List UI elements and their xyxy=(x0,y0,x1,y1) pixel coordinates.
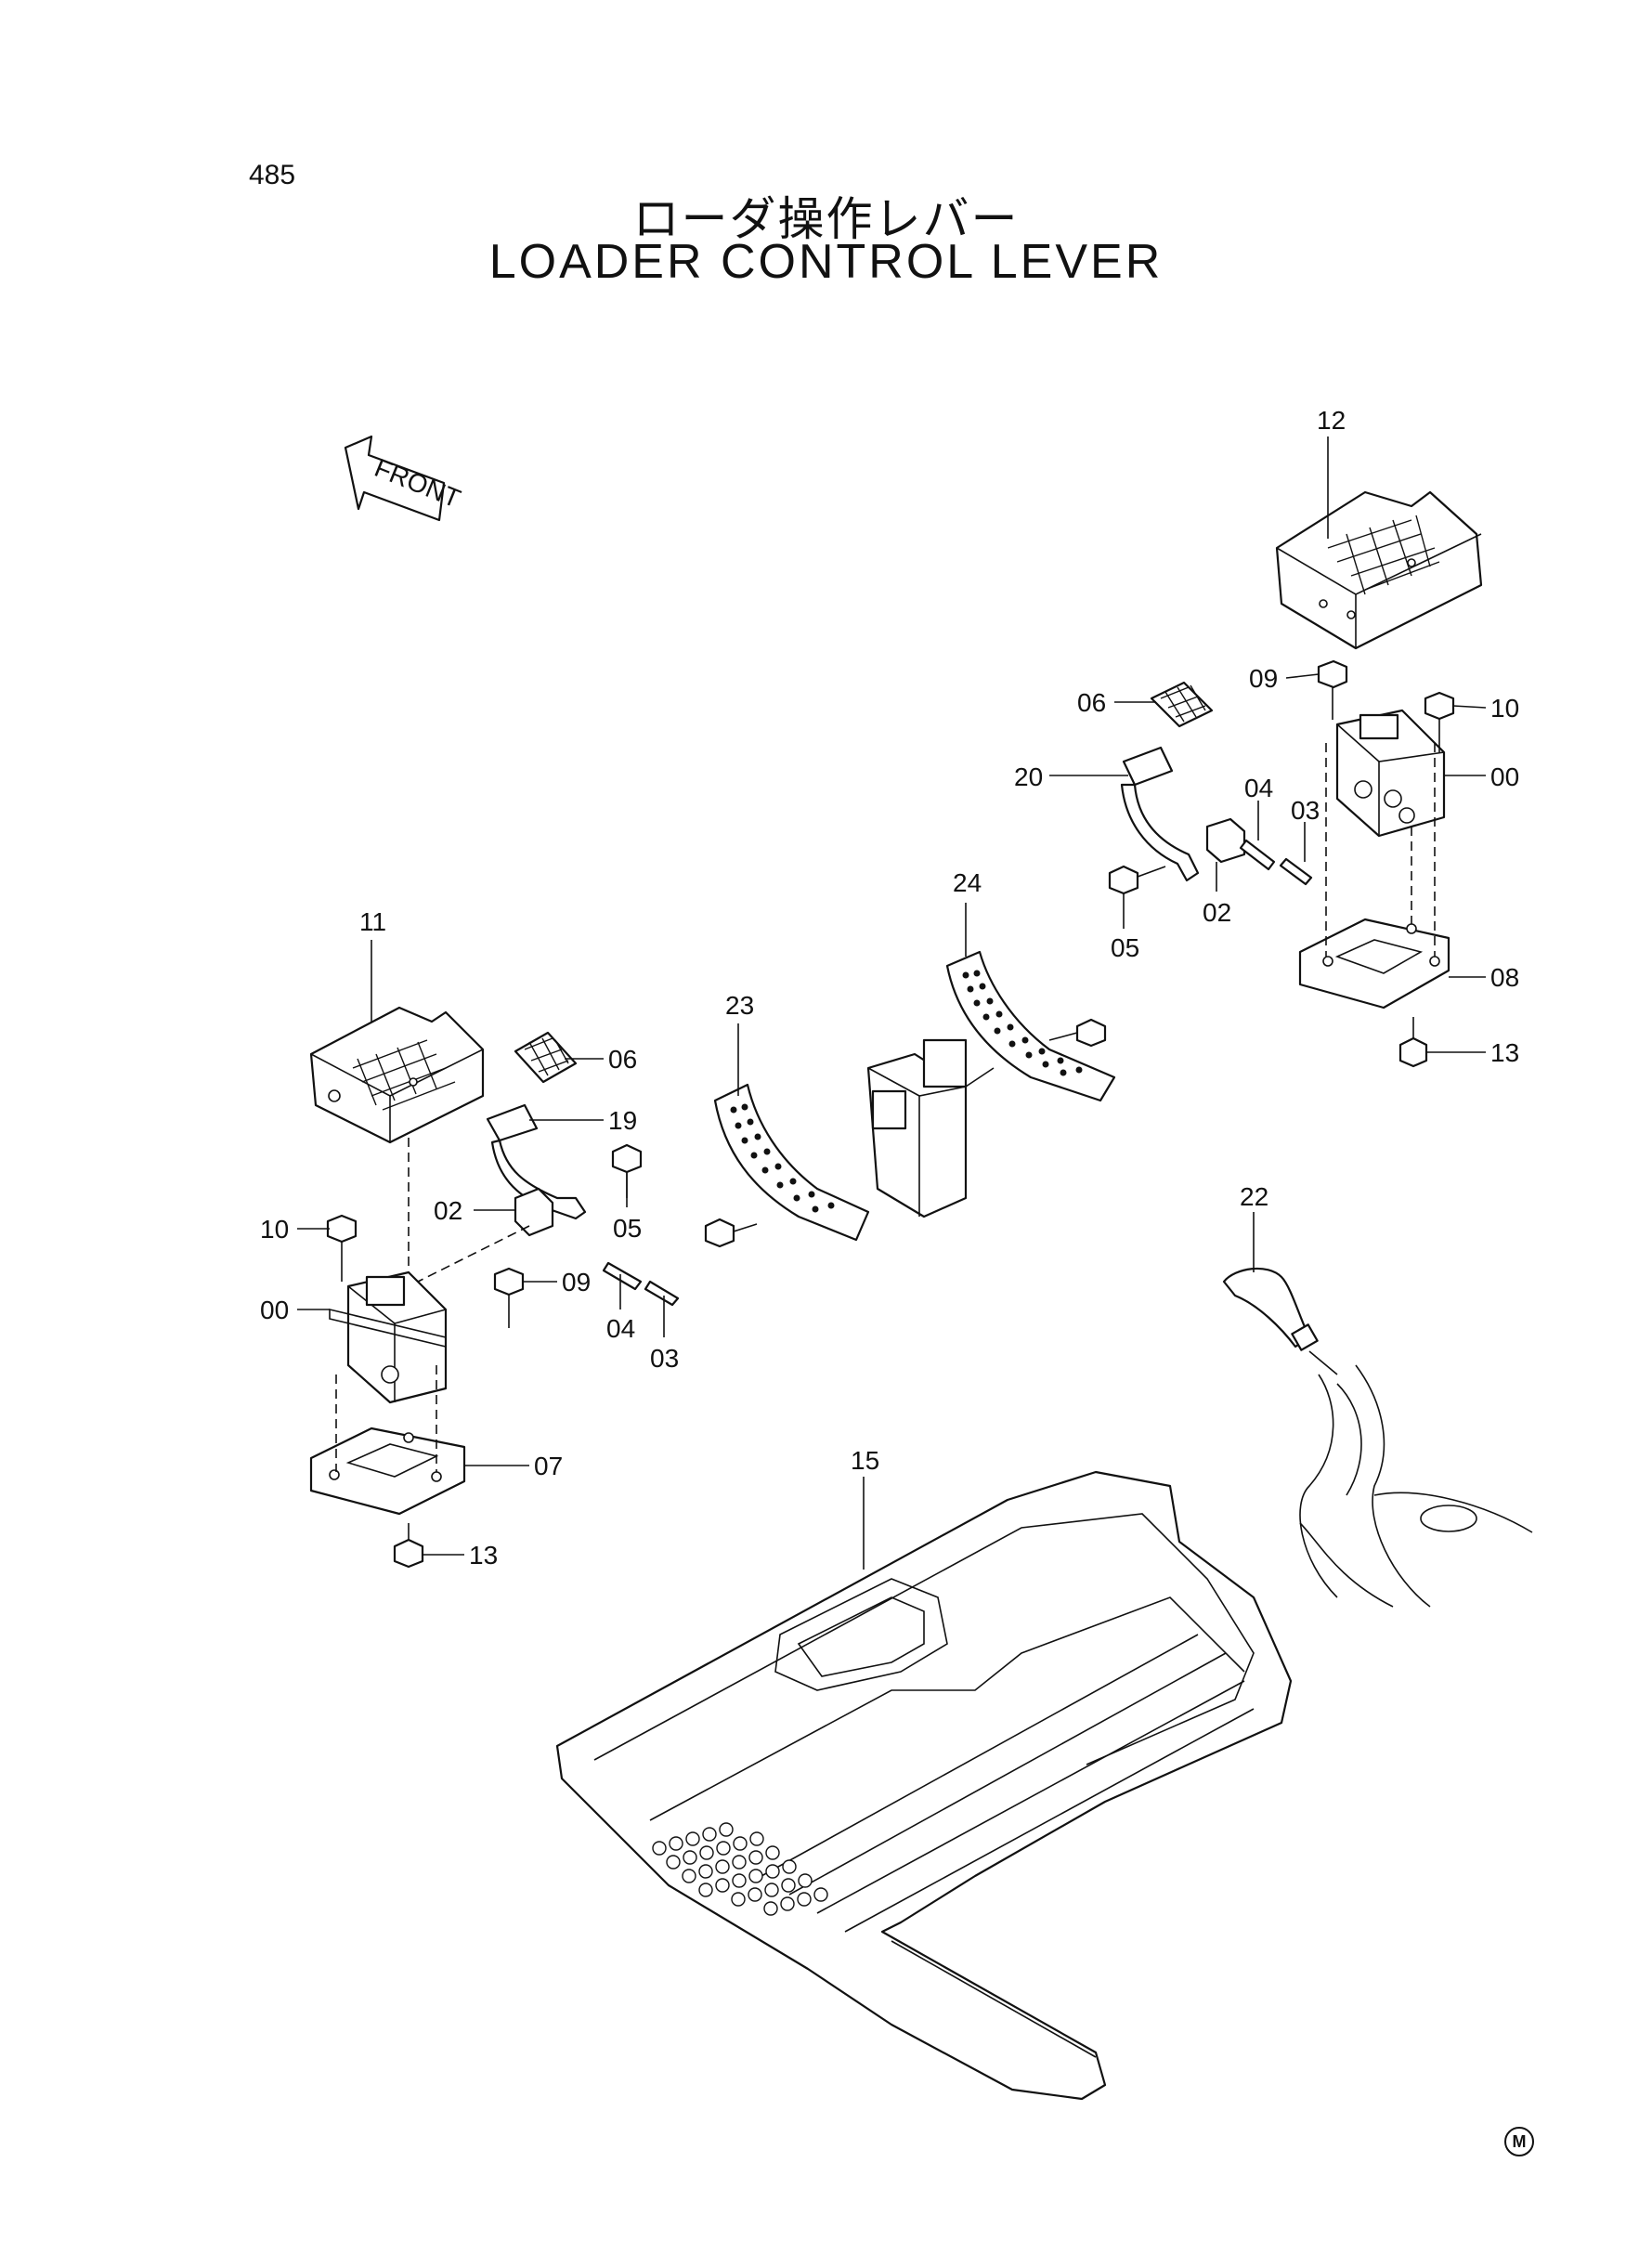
part-09-left-bolt xyxy=(493,1267,525,1328)
part-20-right-pedal-arm xyxy=(1120,746,1200,882)
part-06-left-pedal-pad xyxy=(514,1031,578,1084)
part-03-left-pin xyxy=(644,1280,680,1307)
part-11-left-cover xyxy=(309,1006,485,1144)
callout-22: 22 xyxy=(1240,1182,1268,1211)
callout-03-left: 03 xyxy=(650,1344,679,1373)
part-12-right-cover xyxy=(1275,490,1483,650)
part-03-right-pin xyxy=(1279,857,1313,886)
part-10-left-bolt xyxy=(326,1214,358,1282)
part-22-control-lever xyxy=(1222,1267,1533,1608)
manufacturer-mark: M xyxy=(1504,2127,1534,2156)
part-09-right-bolt xyxy=(1317,659,1348,720)
page-number: 485 xyxy=(249,160,296,190)
callout-09-right: 09 xyxy=(1249,664,1278,693)
callout-19: 19 xyxy=(608,1106,637,1135)
callout-02-left: 02 xyxy=(434,1196,462,1225)
part-13-left-bolt xyxy=(393,1523,424,1569)
callout-00-right: 00 xyxy=(1490,762,1519,791)
part-10-right-bolt xyxy=(1424,691,1455,752)
callout-04-right: 04 xyxy=(1244,774,1273,802)
callout-06-right: 06 xyxy=(1077,688,1106,717)
part-02-left-bracket xyxy=(514,1187,554,1237)
callout-12: 12 xyxy=(1317,406,1346,435)
callout-11: 11 xyxy=(359,907,386,936)
part-02-right-bracket xyxy=(1205,817,1246,864)
part-08-right-plate xyxy=(1298,918,1450,1010)
part-04-left-pin xyxy=(602,1261,643,1291)
part-23-foot-plate xyxy=(704,1083,870,1248)
callout-07: 07 xyxy=(534,1452,563,1480)
callout-13-right: 13 xyxy=(1490,1038,1519,1067)
callout-15: 15 xyxy=(851,1446,879,1475)
callout-24: 24 xyxy=(953,868,982,897)
part-24-foot-plate xyxy=(945,950,1116,1102)
part-00-right-valve xyxy=(1335,709,1446,838)
front-arrow-icon: FRONT xyxy=(344,435,464,522)
part-07-left-plate xyxy=(309,1427,466,1516)
part-05-right-bolt xyxy=(1108,865,1166,895)
part-15-floor-mat xyxy=(555,1470,1293,2101)
callout-09-left: 09 xyxy=(562,1268,591,1296)
callout-00-left: 00 xyxy=(260,1296,289,1324)
callout-03-right: 03 xyxy=(1291,796,1320,825)
callout-13-left: 13 xyxy=(469,1541,498,1570)
callout-04-left: 04 xyxy=(606,1314,635,1343)
callout-08: 08 xyxy=(1490,963,1519,992)
part-04-right-pin xyxy=(1239,839,1276,871)
title-japanese: ローダ操作レバー xyxy=(632,192,1020,246)
title-english: LOADER CONTROL LEVER xyxy=(488,235,1164,289)
part-13-right-bolt xyxy=(1398,1017,1428,1068)
callout-06-left: 06 xyxy=(608,1045,637,1074)
callout-20: 20 xyxy=(1014,762,1043,791)
callout-05-left: 05 xyxy=(613,1214,642,1243)
part-00-left-valve xyxy=(329,1270,448,1404)
callout-10-left: 10 xyxy=(260,1215,289,1244)
leader-lines xyxy=(297,436,1487,1570)
center-valve-block xyxy=(866,1038,995,1218)
callout-10-right: 10 xyxy=(1490,694,1519,723)
part-19-left-pedal-arm xyxy=(486,1103,587,1220)
callout-05-right: 05 xyxy=(1111,933,1139,962)
callout-02-right: 02 xyxy=(1203,898,1231,927)
callout-23: 23 xyxy=(725,991,754,1020)
part-06-right-pedal-pad xyxy=(1150,681,1214,728)
